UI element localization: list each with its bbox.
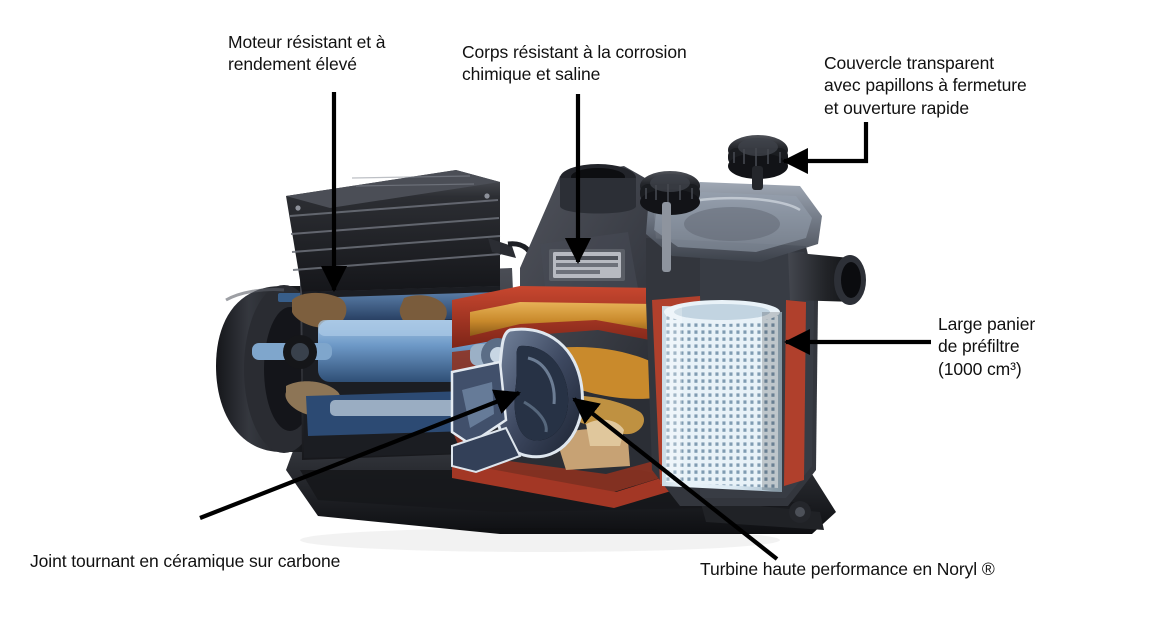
drain-plug (789, 501, 811, 523)
nameplate (549, 249, 625, 281)
lid-knob-rear[interactable] (728, 135, 788, 190)
callout-joint: Joint tournant en céramique sur carbone (30, 551, 341, 571)
callout-turbine: Turbine haute performance en Noryl ® (700, 559, 995, 579)
terminal-box (286, 170, 534, 292)
suction-port (560, 164, 636, 214)
transparent-lid (640, 135, 822, 272)
callout-moteur: Moteur résistant et à rendement élevé (228, 32, 386, 75)
lid-knob-front[interactable] (640, 171, 700, 272)
discharge-port (788, 252, 866, 305)
callout-panier: Large panier de préfiltre (1000 cm³) (938, 314, 1036, 379)
callout-couvercle: Couvercle transparent avec papillons à f… (824, 53, 1027, 118)
callout-corps: Corps résistant à la corrosion chimique … (462, 42, 687, 85)
strainer-basket (662, 300, 782, 492)
